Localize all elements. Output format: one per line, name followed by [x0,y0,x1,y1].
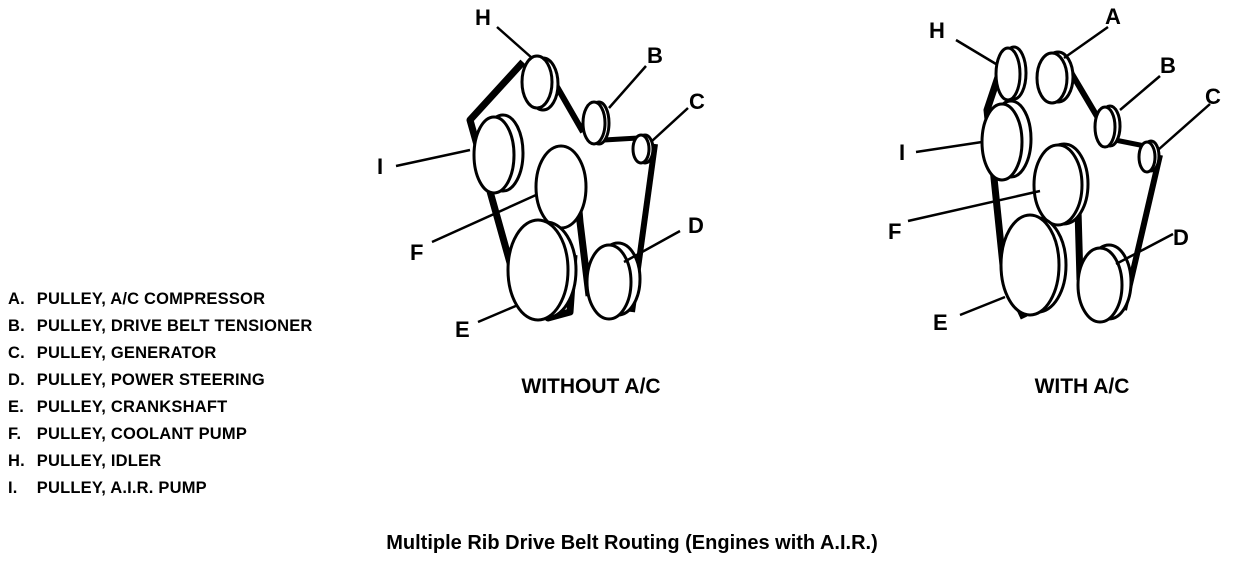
pulley-c-generator [631,133,655,165]
figure-caption: Multiple Rib Drive Belt Routing (Engines… [386,532,878,554]
pulley-a-ac-compressor [1035,50,1075,105]
callout-f: F [888,219,901,244]
pulley-f-coolant-pump [534,144,588,230]
pulley-d-power-steering [1076,243,1133,324]
pulley-i-air-pump [980,99,1033,182]
pulley-d-power-steering [585,241,642,321]
legend-key: D. [8,371,25,389]
legend-text: PULLEY, COOLANT PUMP [36,425,248,443]
callout-i: I [377,154,383,179]
legend-key: E. [8,398,24,416]
view-without-ac: H B C I D F E WITHOUT A/C [377,5,705,398]
legend-text: PULLEY, POWER STEERING [36,371,265,389]
legend-key: B. [8,317,25,335]
callout-c: C [689,89,705,114]
legend-key: I. [8,479,18,497]
legend-item: E. PULLEY, CRANKSHAFT [8,394,313,421]
legend-item: D. PULLEY, POWER STEERING [8,367,313,394]
callout-d: D [1173,225,1189,250]
legend-item: A. PULLEY, A/C COMPRESSOR [8,286,313,313]
legend-key: F. [8,425,22,443]
pulley-legend: A. PULLEY, A/C COMPRESSOR B. PULLEY, DRI… [8,286,313,502]
callout-h: H [475,5,491,30]
callout-a: A [1105,4,1121,29]
legend-key: C. [8,344,25,362]
pulley-h-idler [520,54,560,112]
legend-item: C. PULLEY, GENERATOR [8,340,313,367]
callout-h: H [929,18,945,43]
callout-b: B [647,43,663,68]
legend-key: A. [8,290,25,308]
callout-b: B [1160,53,1176,78]
callout-e: E [455,317,470,342]
legend-text: PULLEY, DRIVE BELT TENSIONER [36,317,313,335]
legend-item: I. PULLEY, A.I.R. PUMP [8,475,313,502]
legend-item: B. PULLEY, DRIVE BELT TENSIONER [8,313,313,340]
view-title-without-ac: WITHOUT A/C [521,375,660,398]
callout-d: D [688,213,704,238]
callout-c: C [1205,84,1221,109]
legend-item: H. PULLEY, IDLER [8,448,313,475]
legend-text: PULLEY, IDLER [36,452,162,470]
callout-i: I [899,140,905,165]
pulley-i-air-pump [472,113,525,195]
legend-text: PULLEY, A/C COMPRESSOR [36,290,266,308]
pulley-e-crankshaft [999,213,1068,317]
legend-text: PULLEY, A.I.R. PUMP [36,479,207,497]
legend-key: H. [8,452,25,470]
callout-e: E [933,310,948,335]
legend-text: PULLEY, GENERATOR [36,344,217,362]
legend-text: PULLEY, CRANKSHAFT [36,398,228,416]
leader-lines [907,25,1211,317]
leader-lines [395,26,689,324]
legend-item: F. PULLEY, COOLANT PUMP [8,421,313,448]
view-with-ac: H A B C I F D E WITH A/C [888,4,1221,398]
pulley-h-idler [994,45,1028,102]
pulley-c-generator [1137,139,1161,174]
pulley-e-crankshaft [506,218,578,322]
pulley-b-tensioner [581,100,611,146]
view-title-with-ac: WITH A/C [1035,375,1130,398]
callout-f: F [410,240,423,265]
pulley-f-coolant-pump [1032,142,1090,227]
pulley-b-tensioner [1093,104,1122,149]
